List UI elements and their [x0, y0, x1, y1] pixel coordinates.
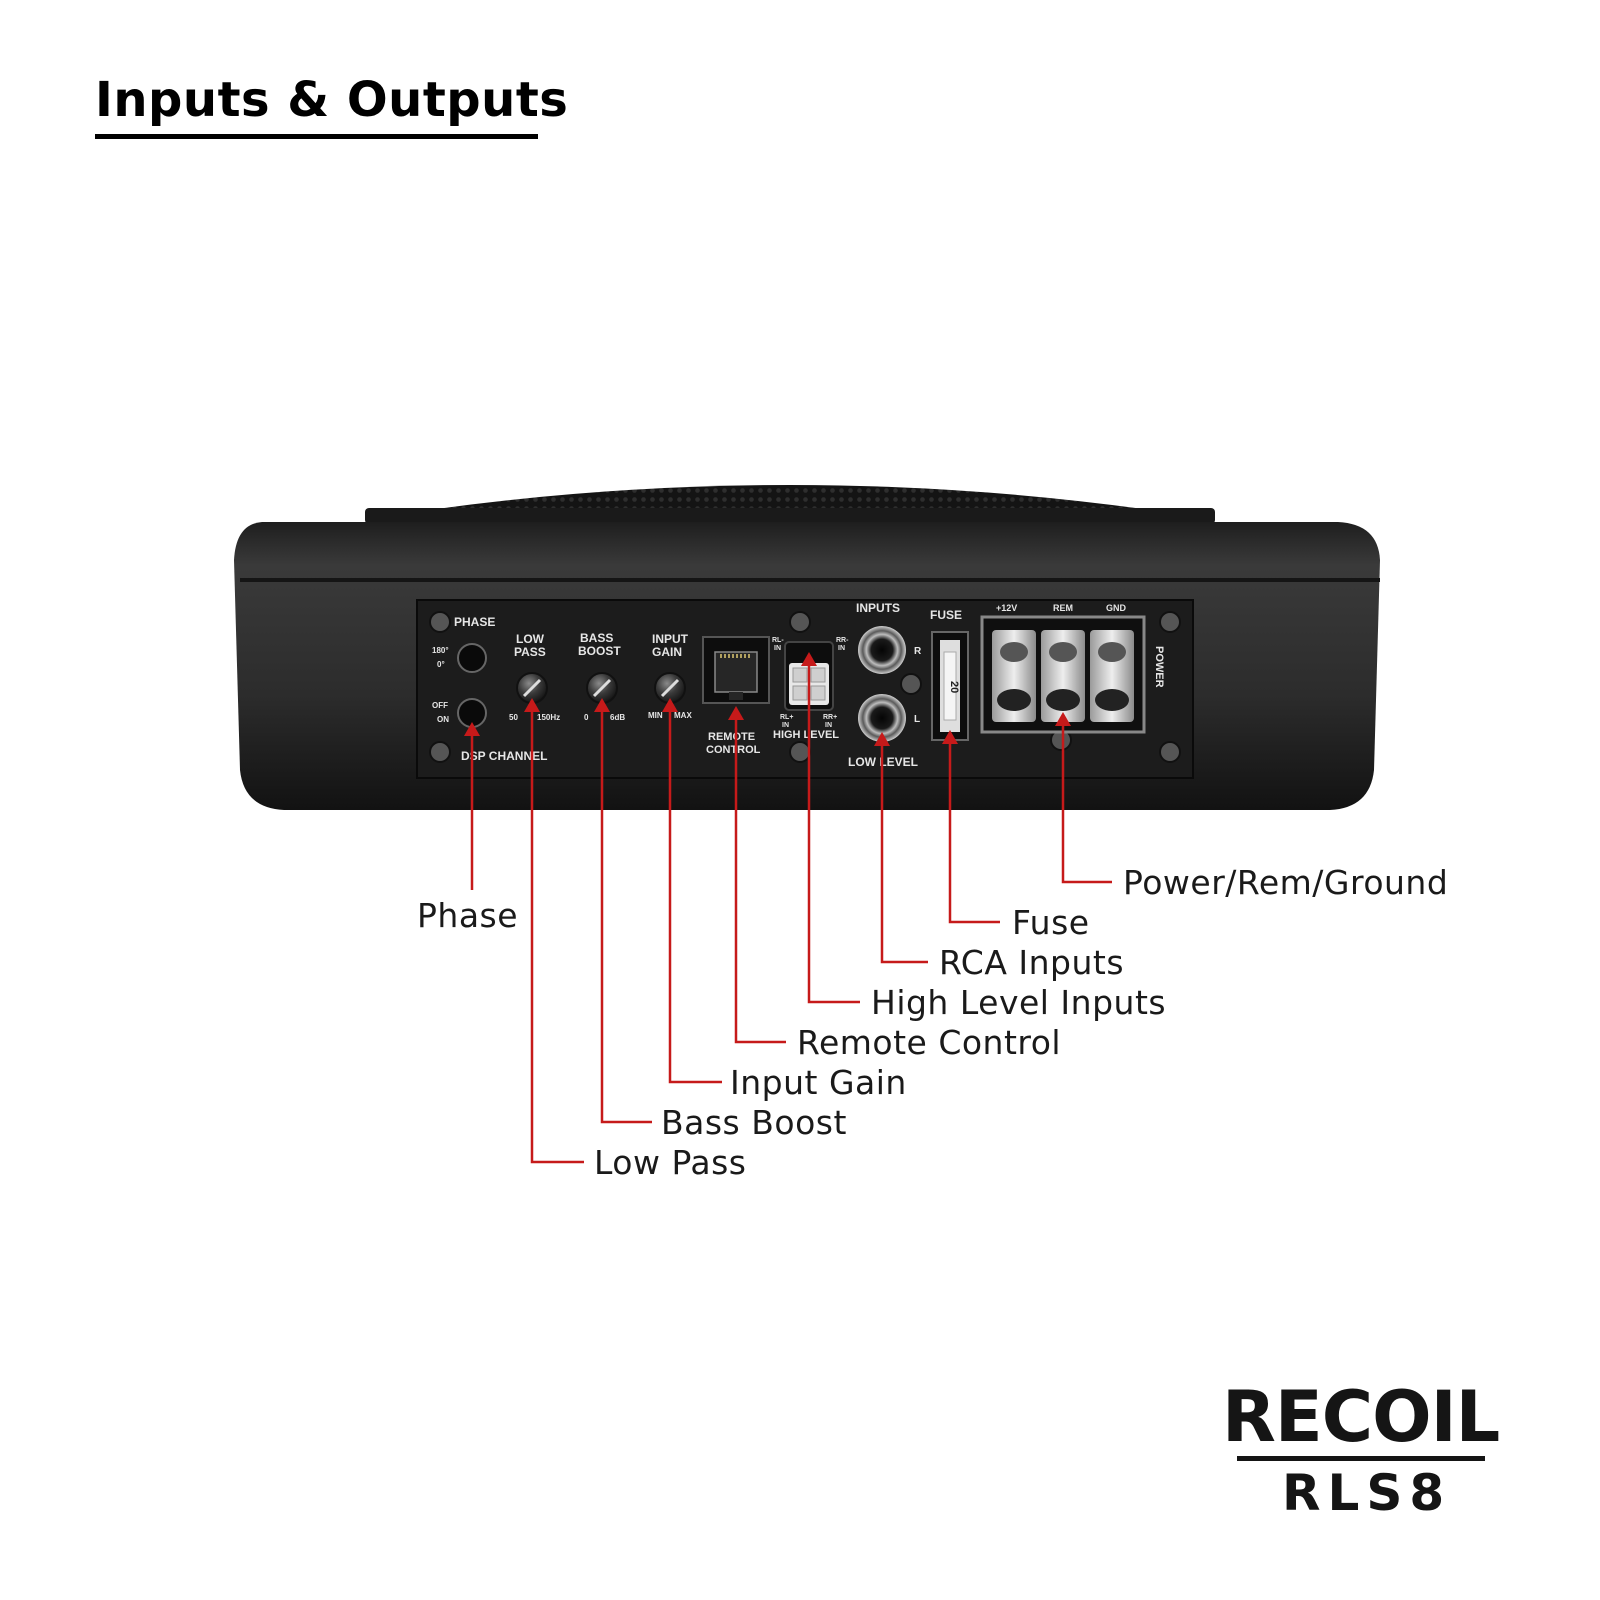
label-rem: REM	[1053, 603, 1073, 613]
power-terminal-block	[980, 615, 1146, 734]
arrow-low-pass	[524, 698, 540, 712]
label-low-pass-1: LOW	[516, 632, 545, 646]
title-underline	[95, 134, 538, 139]
grille-trim	[365, 508, 1215, 524]
label-fuse: FUSE	[930, 608, 962, 622]
screw	[900, 673, 922, 695]
callout-input-gain: Input Gain	[730, 1063, 907, 1102]
remote-control-port	[702, 636, 770, 704]
callout-power-rem-ground: Power/Rem/Ground	[1123, 863, 1449, 902]
screw	[1159, 611, 1181, 633]
label-rr-plus: RR+	[823, 714, 837, 721]
leader-bass-boost	[600, 707, 652, 1124]
screw	[1159, 741, 1181, 763]
arrow-input-gain	[662, 698, 678, 712]
label-rl-plus: RL+	[780, 714, 793, 721]
leader-low-pass	[530, 707, 584, 1164]
label-bass-boost-max: 6dB	[610, 713, 625, 722]
label-rr-minus-in: IN	[838, 645, 845, 652]
label-r: R	[914, 646, 922, 657]
label-dsp-off: OFF	[432, 701, 448, 710]
leader-rca-inputs	[880, 743, 928, 964]
arrow-phase	[464, 722, 480, 736]
input-gain-knob	[654, 672, 686, 704]
label-l: L	[914, 714, 920, 725]
page-title: Inputs & Outputs	[95, 72, 569, 128]
arrow-power-rem-ground	[1055, 712, 1071, 726]
leader-high-level-inputs	[807, 663, 860, 1004]
label-input-gain-2: GAIN	[652, 645, 682, 659]
label-low-pass-2: PASS	[514, 645, 546, 659]
leader-remote-control	[734, 718, 786, 1044]
arrow-high-level-inputs	[801, 652, 817, 666]
screw	[789, 741, 811, 763]
speaker-grille	[395, 485, 1185, 515]
screw	[429, 611, 451, 633]
callout-bass-boost: Bass Boost	[661, 1103, 847, 1142]
model-name: RLS8	[1282, 1464, 1452, 1522]
screw	[789, 611, 811, 633]
label-low-pass-max: 150Hz	[537, 713, 560, 722]
leader-input-gain	[668, 707, 722, 1084]
panel-screws	[429, 611, 1181, 763]
label-dsp-on: ON	[437, 715, 449, 724]
label-bass-boost-min: 0	[584, 713, 589, 722]
brand-logo: RECOIL	[1222, 1376, 1500, 1458]
label-bass-boost-2: BOOST	[578, 644, 621, 658]
callout-phase: Phase	[417, 896, 519, 935]
label-power: POWER	[1153, 646, 1165, 688]
label-rr-plus-in: IN	[825, 722, 832, 729]
callout-high-level-inputs: High Level Inputs	[871, 983, 1167, 1022]
label-phase-180: 180°	[432, 646, 449, 655]
label-low-pass-min: 50	[509, 713, 518, 722]
label-remote-2: CONTROL	[706, 744, 761, 756]
label-plus12v: +12V	[996, 603, 1017, 613]
label-gnd: GND	[1106, 603, 1127, 613]
label-rr-minus: RR-	[836, 637, 849, 644]
label-high-level: HIGH LEVEL	[773, 729, 839, 741]
label-rl-minus: RL-	[772, 637, 784, 644]
callout-rca-inputs: RCA Inputs	[939, 943, 1125, 982]
callout-remote-control: Remote Control	[797, 1023, 1062, 1062]
rca-jack-right	[858, 626, 906, 674]
label-input-gain-max: MAX	[674, 711, 692, 720]
leader-fuse	[948, 740, 1000, 924]
arrow-remote-control	[728, 706, 744, 720]
label-input-gain-min: MIN	[648, 711, 663, 720]
arrow-bass-boost	[594, 698, 610, 712]
label-rl-plus-in: IN	[782, 722, 789, 729]
label-dsp-channel: DSP CHANNEL	[461, 749, 547, 763]
rca-jack-left	[858, 694, 906, 742]
label-phase: PHASE	[454, 615, 495, 629]
label-fuse-rating: 20	[948, 681, 960, 693]
arrow-fuse	[942, 730, 958, 744]
label-remote-1: REMOTE	[708, 731, 755, 743]
label-phase-0: 0°	[437, 660, 445, 669]
label-bass-boost-1: BASS	[580, 631, 613, 645]
screw	[429, 741, 451, 763]
phase-switch	[457, 643, 487, 673]
chassis-band	[240, 578, 1380, 582]
brand-divider	[1237, 1456, 1485, 1461]
arrow-rca-inputs	[874, 732, 890, 746]
fuse-holder	[931, 631, 969, 741]
callout-low-pass: Low Pass	[594, 1143, 747, 1182]
label-rl-minus-in: IN	[774, 645, 781, 652]
label-inputs: INPUTS	[856, 601, 900, 615]
label-input-gain-1: INPUT	[652, 632, 689, 646]
callout-fuse: Fuse	[1012, 903, 1090, 942]
leader-power-rem-ground	[1061, 722, 1112, 884]
